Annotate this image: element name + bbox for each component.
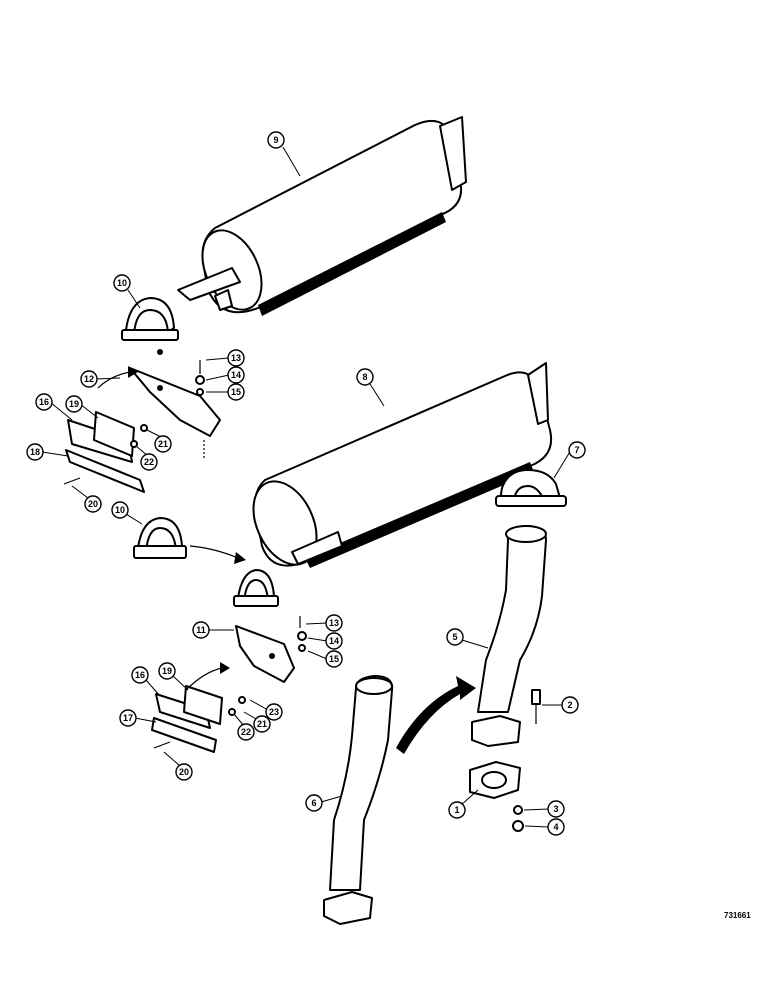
- callout-5: 5: [452, 632, 457, 642]
- muffler-upper: [177, 116, 467, 316]
- callout-16-lower: 16: [135, 670, 145, 680]
- callout-6: 6: [311, 798, 316, 808]
- bracket-assembly-lower: [151, 616, 307, 753]
- callout-11: 11: [196, 625, 206, 635]
- muffler-lower: [252, 362, 552, 568]
- callout-21-lower: 21: [257, 719, 267, 729]
- callout-4: 4: [553, 822, 558, 832]
- callout-20-upper: 20: [88, 499, 98, 509]
- callout-7: 7: [574, 445, 579, 455]
- clamp-10-mounted: [233, 569, 279, 607]
- bracket-assembly-upper: [63, 360, 221, 493]
- bolt-2-washer-3-nut-4: [512, 689, 541, 832]
- callout-2: 2: [567, 700, 572, 710]
- callout-19-lower: 19: [162, 666, 172, 676]
- gasket-1: [469, 761, 521, 799]
- callout-22-upper: 22: [144, 457, 154, 467]
- clamp-10-upper: [121, 297, 179, 355]
- callout-9: 9: [273, 135, 278, 145]
- callout-13-lower: 13: [329, 618, 339, 628]
- callout-10-upper: 10: [117, 278, 127, 288]
- callout-14-lower: 14: [329, 636, 339, 646]
- callout-8: 8: [362, 372, 367, 382]
- callout-14-upper: 14: [231, 370, 241, 380]
- callout-15-upper: 15: [231, 387, 241, 397]
- callouts: 9 8 7 10 12 13 14 15 16 19: [26, 131, 586, 836]
- clamp-7: [495, 469, 567, 507]
- pipe-5: [471, 525, 547, 747]
- assembly-arrows: [97, 366, 476, 754]
- callout-13-upper: 13: [231, 353, 241, 363]
- callout-12: 12: [84, 374, 94, 384]
- callout-18: 18: [30, 447, 40, 457]
- callout-16-upper: 16: [39, 397, 49, 407]
- callout-10-lower: 10: [115, 505, 125, 515]
- callout-22-lower: 22: [241, 727, 251, 737]
- pipe-6: [323, 675, 394, 925]
- callout-15-lower: 15: [329, 654, 339, 664]
- callout-19-upper: 19: [69, 399, 79, 409]
- callout-1: 1: [454, 805, 459, 815]
- drawing-reference-code: 731661: [724, 911, 751, 920]
- callout-17: 17: [123, 713, 133, 723]
- callout-20-lower: 20: [179, 767, 189, 777]
- clamp-10-lower: [133, 517, 187, 559]
- callout-21-upper: 21: [158, 439, 168, 449]
- callout-3: 3: [553, 804, 558, 814]
- callout-23-lower: 23: [269, 707, 279, 717]
